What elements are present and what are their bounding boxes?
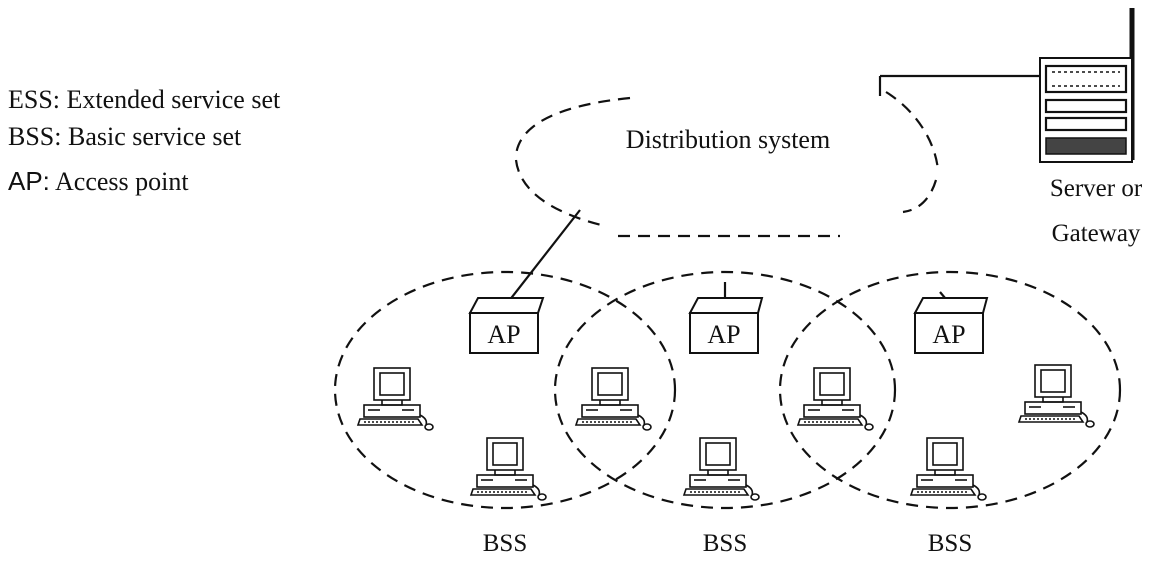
distribution-system: Distribution system (514, 91, 940, 238)
bss-label-1: BSS (483, 530, 527, 557)
server-gateway: Server or Gateway (878, 8, 1143, 247)
bss-cell-2 (553, 270, 897, 510)
ap-link-1 (504, 209, 581, 307)
distribution-system-outline (514, 96, 631, 156)
station-computer-icon (575, 367, 652, 431)
station-computer-icon (1018, 364, 1095, 428)
bss-boundary (553, 270, 897, 510)
station-computer-icon (797, 367, 874, 431)
ap-label: AP (932, 320, 965, 349)
server-label-line1: Server or (1050, 175, 1143, 202)
legend-ess: ESS: Extended service set (8, 85, 281, 114)
bss-label-2: BSS (703, 530, 747, 557)
station-computer-icon (357, 367, 434, 431)
bss-boundary (333, 270, 677, 510)
legend-bss: BSS: Basic service set (8, 122, 242, 151)
ap-label: AP (487, 320, 520, 349)
bss-label-3: BSS (928, 530, 972, 557)
access-point-1: AP (468, 297, 545, 354)
distribution-system-label: Distribution system (626, 125, 830, 154)
station-computer-icon (910, 437, 987, 501)
station-computer-icon (683, 437, 760, 501)
server-label-line2: Gateway (1052, 220, 1141, 247)
legend-ap: AP: Access point (8, 166, 189, 196)
ap-label: AP (707, 320, 740, 349)
access-point-2: AP (688, 297, 764, 354)
access-point-3: AP (913, 297, 989, 354)
bss-cell-1 (333, 270, 677, 510)
legend: ESS: Extended service set BSS: Basic ser… (8, 85, 281, 196)
bss-boundary (778, 270, 1122, 510)
station-computer-icon (470, 437, 547, 501)
bss-cell-3 (778, 270, 1122, 510)
